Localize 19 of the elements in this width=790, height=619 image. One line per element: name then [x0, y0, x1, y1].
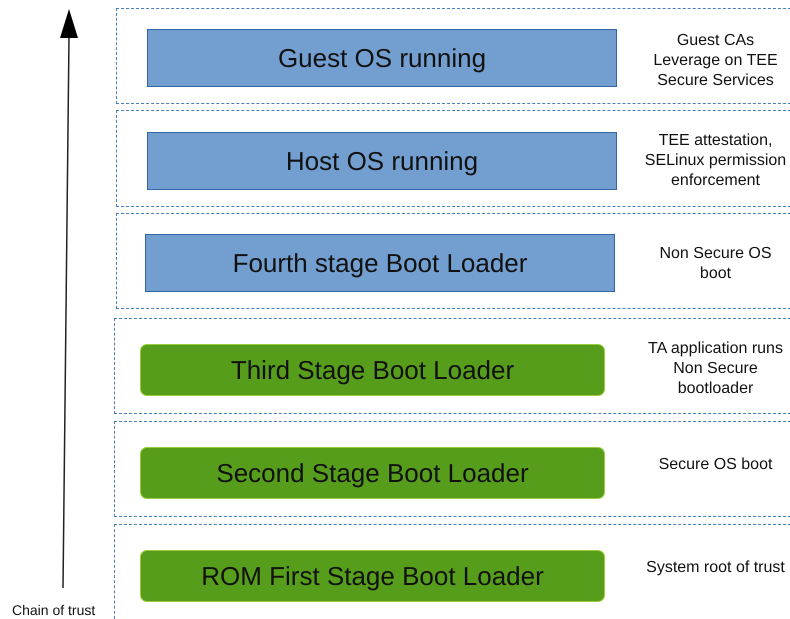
dashed-band: [114, 524, 790, 619]
stage-box: Fourth stage Boot Loader: [145, 234, 615, 292]
dashed-band: [114, 421, 790, 517]
stage-box: ROM First Stage Boot Loader: [140, 550, 605, 602]
stage-box: Second Stage Boot Loader: [140, 447, 605, 499]
dashed-band: [116, 110, 790, 207]
side-note: System root of trust: [645, 558, 786, 578]
dashed-band: [116, 8, 790, 104]
side-note: TA application runs Non Secure bootloader: [647, 339, 784, 399]
side-note: Guest CAs Leverage on TEE Secure Services: [652, 31, 779, 91]
stage-box: Host OS running: [147, 132, 617, 190]
dashed-band: [116, 213, 790, 309]
side-note: TEE attestation, SELinux permission enforcement: [644, 131, 788, 191]
stage-box: Third Stage Boot Loader: [140, 344, 605, 396]
arrow-caption: Chain of trust: [12, 602, 96, 618]
stage-box: Guest OS running: [147, 29, 617, 87]
side-note: Secure OS boot: [658, 455, 774, 475]
side-note: Non Secure OS boot: [658, 244, 773, 284]
dashed-band: [114, 318, 790, 414]
